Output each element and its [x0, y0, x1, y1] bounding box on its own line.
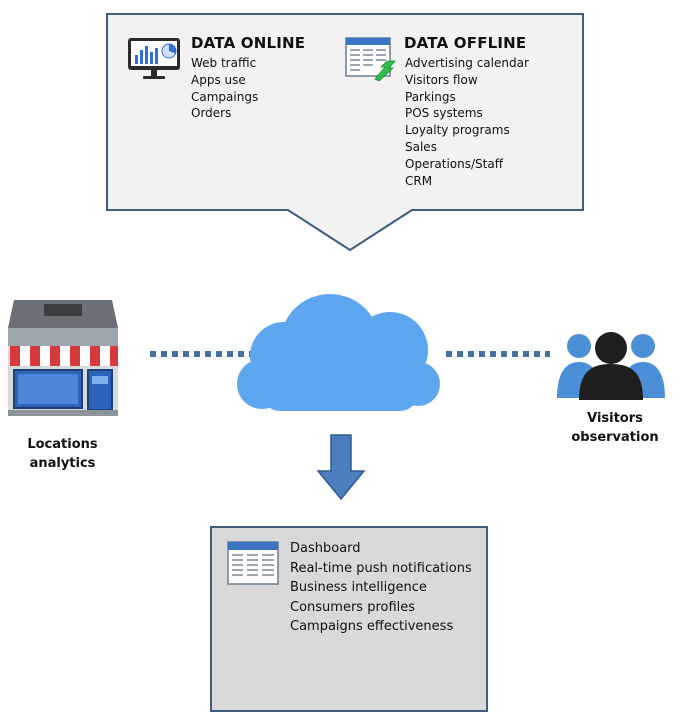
list-item: Orders: [191, 106, 232, 121]
cloud-icon: [237, 294, 440, 411]
list-item: Parkings: [405, 89, 456, 104]
storefront-icon: [8, 300, 118, 416]
list-item: Consumers profiles: [290, 599, 416, 615]
list-item: Apps use: [191, 72, 246, 87]
list-item: Campaigns effectiveness: [290, 619, 454, 634]
list-item: Visitors flow: [405, 72, 478, 87]
list-item: POS systems: [405, 106, 483, 121]
down-arrow: [316, 434, 366, 501]
list-item: Sales: [405, 139, 437, 154]
people-group-icon: [557, 332, 665, 400]
data-sources-callout: [106, 13, 584, 252]
list-item: Advertising calendar: [405, 56, 529, 70]
list-item: Loyalty programs: [405, 123, 510, 138]
list-item: Web traffic: [191, 56, 257, 70]
spreadsheet-export-icon: [345, 37, 396, 81]
right-dotted-connector: [446, 351, 550, 357]
list-item: Operations/Staff: [405, 156, 503, 171]
locations-caption: Locations analytics: [0, 435, 125, 473]
data-offline-title: DATA OFFLINE: [404, 34, 527, 52]
list-item: Business intelligence: [290, 580, 427, 595]
list-item: Dashboard: [290, 541, 361, 556]
dashboard-table-icon: [227, 541, 279, 585]
list-item: Campaings: [191, 89, 259, 104]
monitor-chart-icon: [128, 38, 180, 79]
visitors-caption-line2: observation: [571, 430, 659, 445]
visitors-caption: Visitors observation: [560, 409, 670, 447]
locations-caption-line2: analytics: [29, 456, 96, 471]
data-online-title: DATA ONLINE: [191, 34, 306, 52]
locations-caption-line1: Locations: [27, 437, 98, 452]
list-item: CRM: [405, 173, 433, 188]
visitors-caption-line1: Visitors: [587, 411, 643, 426]
list-item: Real-time push notifications: [290, 560, 472, 576]
